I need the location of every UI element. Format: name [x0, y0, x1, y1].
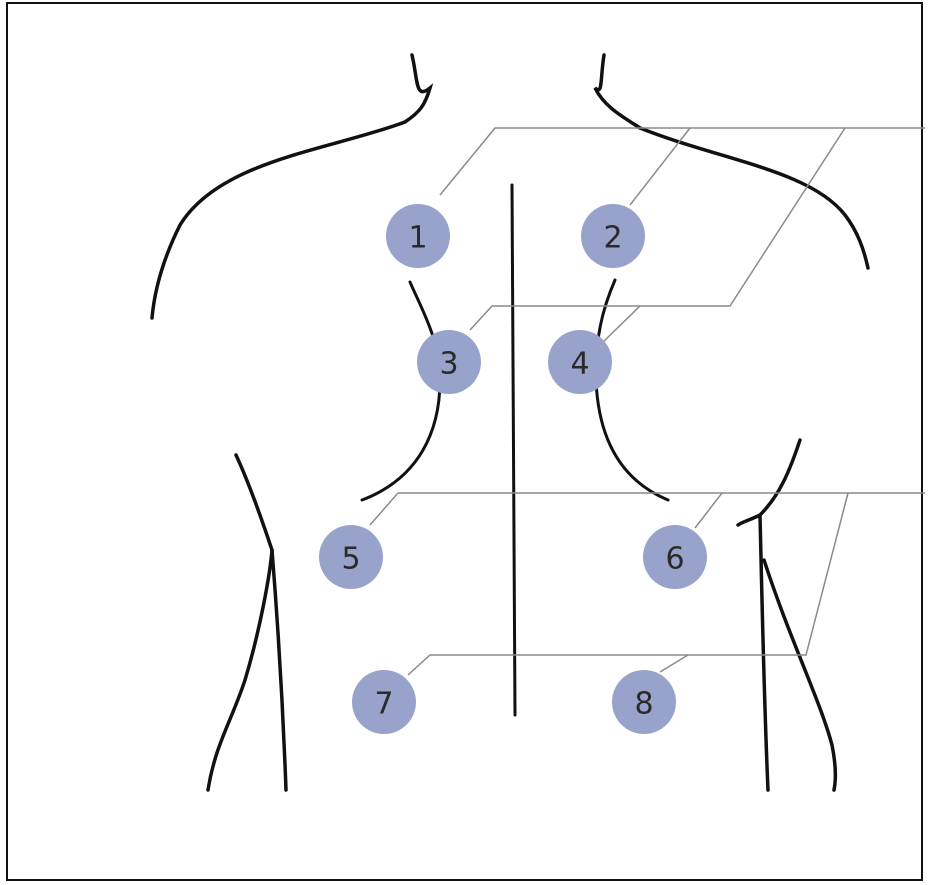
left-inner-line [272, 550, 286, 790]
marker-2: 2 [581, 204, 645, 268]
marker-8: 8 [612, 670, 676, 734]
marker-6-label: 6 [665, 542, 684, 577]
left-scapula-line [362, 282, 440, 500]
leader-line-2 [630, 128, 690, 205]
marker-5-label: 5 [341, 542, 360, 577]
marker-3: 3 [417, 330, 481, 394]
marker-1-label: 1 [408, 221, 427, 256]
marker-6: 6 [643, 525, 707, 589]
marker-3-label: 3 [439, 347, 458, 382]
leader-line-mid [370, 493, 925, 525]
marker-5: 5 [319, 525, 383, 589]
marker-7: 7 [352, 670, 416, 734]
marker-8-label: 8 [634, 687, 653, 722]
body-outline [152, 55, 868, 790]
marker-4-label: 4 [570, 347, 589, 382]
marker-4: 4 [548, 330, 612, 394]
leader-line-diag [470, 128, 845, 330]
marker-7-label: 7 [374, 687, 393, 722]
leader-line-4 [600, 306, 640, 345]
leader-line-diag-lower [408, 493, 848, 675]
marker-1: 1 [386, 204, 450, 268]
neck-left-line [405, 55, 430, 122]
spine-line [512, 185, 515, 715]
right-torso-line [738, 440, 800, 525]
leader-line-8 [660, 655, 688, 672]
neck-right-line [595, 55, 640, 128]
right-inner-line [760, 515, 768, 790]
marker-2-label: 2 [603, 221, 622, 256]
left-shoulder-line [152, 122, 405, 318]
left-torso-line [208, 455, 272, 790]
right-outer-line [764, 560, 835, 790]
leader-line-6 [695, 493, 722, 528]
